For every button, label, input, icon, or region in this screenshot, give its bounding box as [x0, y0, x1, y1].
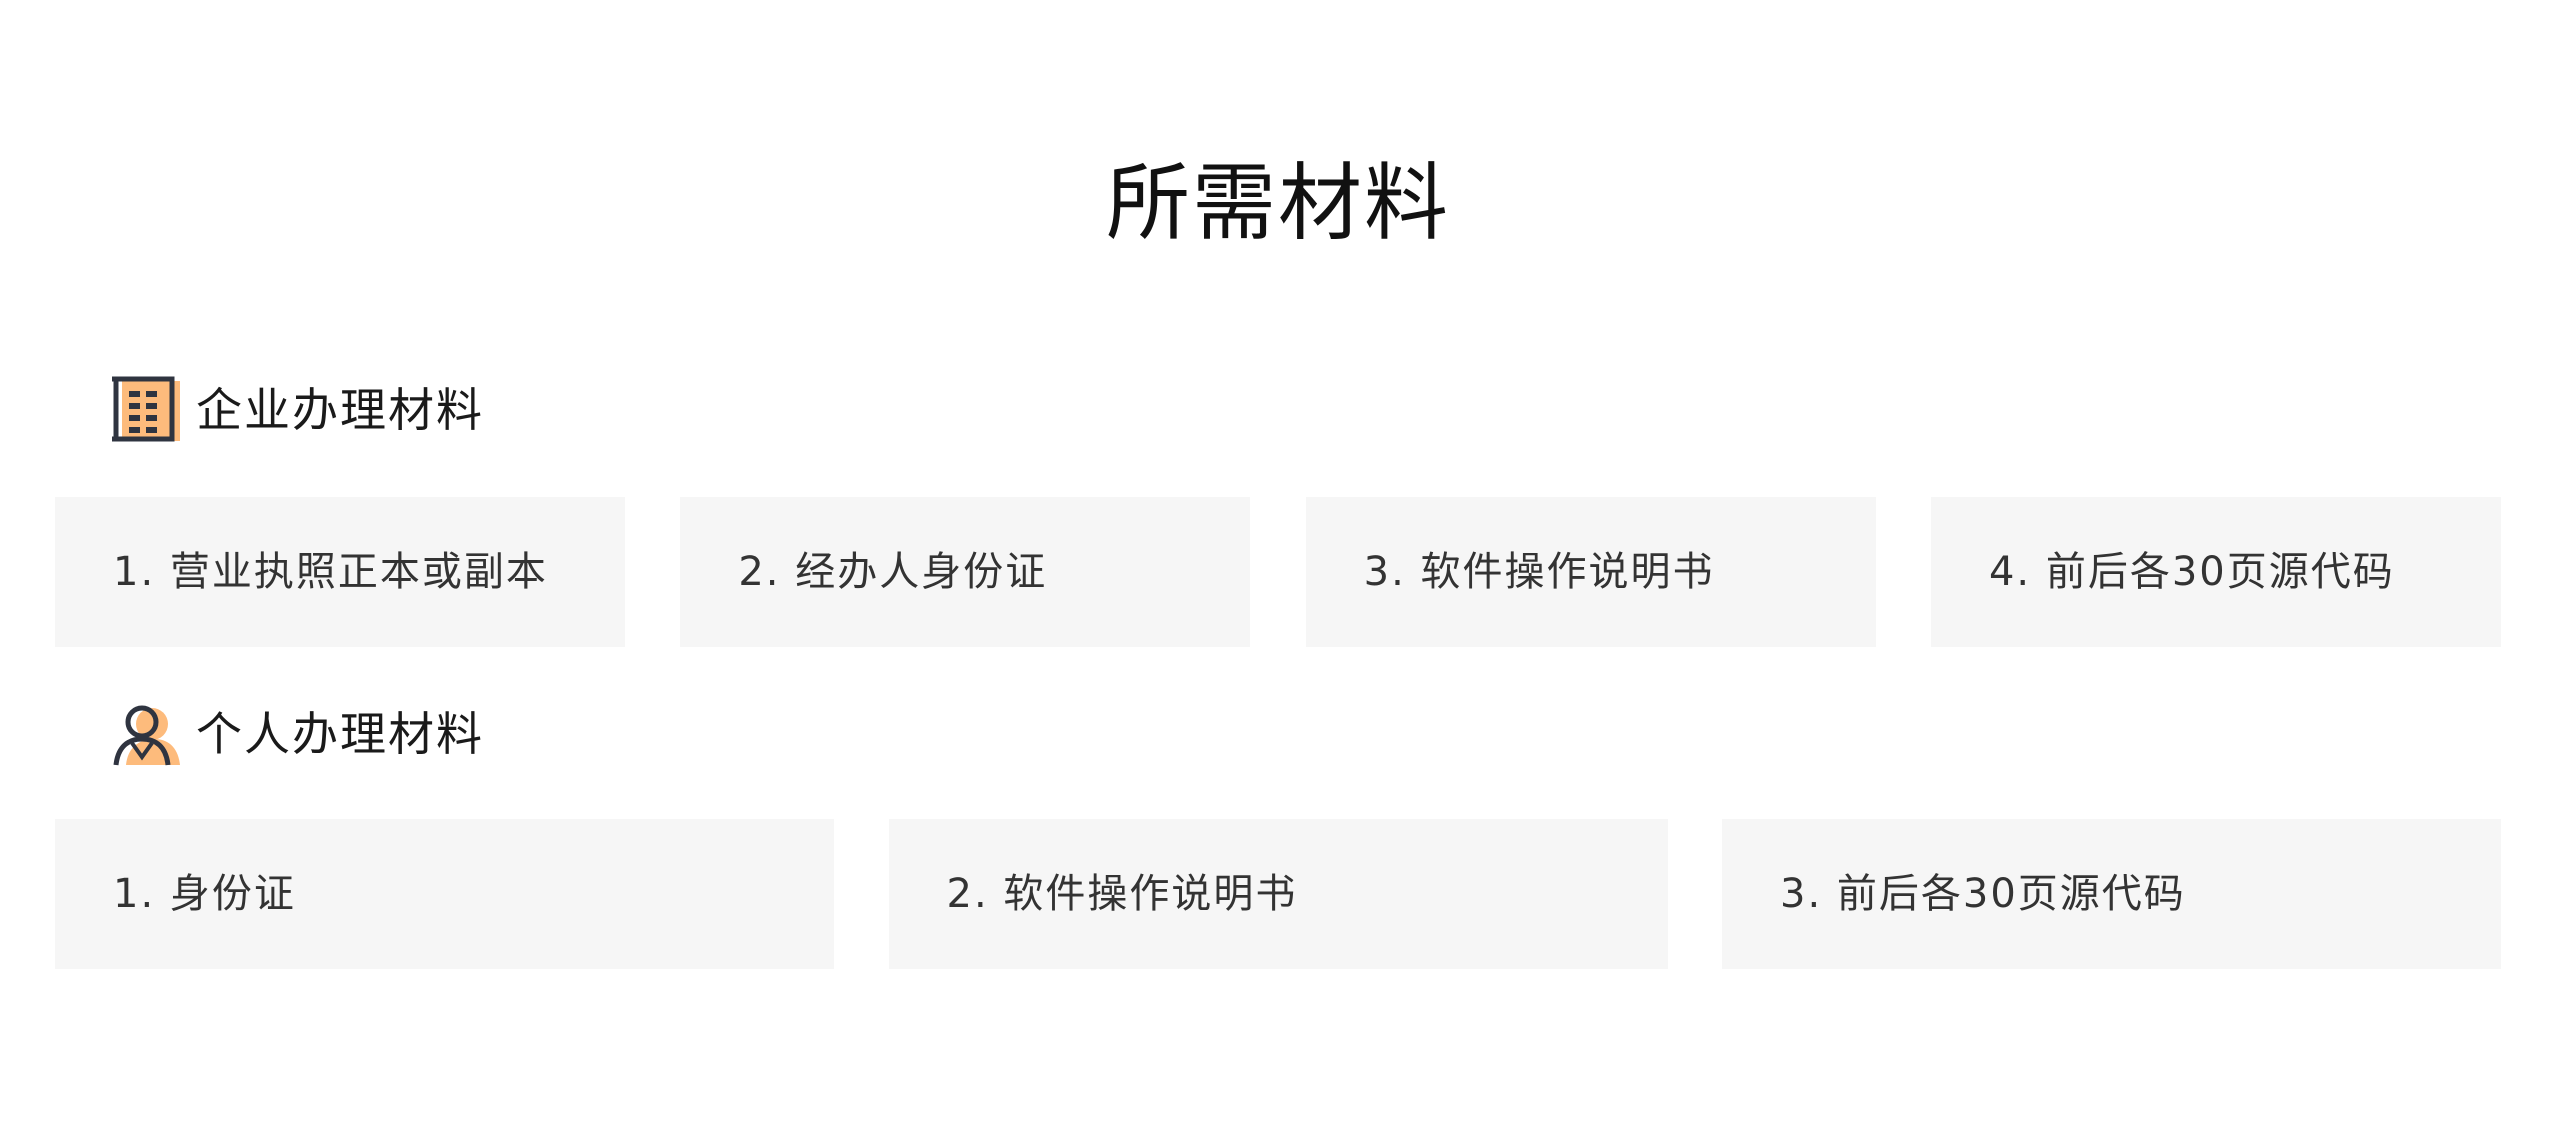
- personal-material-text: 1. 身份证: [113, 871, 296, 917]
- personal-section-title: 个人办理材料: [196, 707, 484, 761]
- personal-material-card: 2. 软件操作说明书: [888, 819, 1668, 969]
- page-title: 所需材料: [1105, 154, 1450, 252]
- enterprise-materials-list: 1. 营业执照正本或副本 2. 经办人身份证 3. 软件操作说明书 4. 前后各…: [55, 497, 2501, 647]
- building-icon: [112, 375, 182, 445]
- personal-materials-list: 1. 身份证 2. 软件操作说明书 3. 前后各30页源代码: [55, 819, 2501, 969]
- enterprise-material-text: 4. 前后各30页源代码: [1988, 549, 2395, 595]
- enterprise-section-title: 企业办理材料: [196, 383, 484, 437]
- enterprise-material-text: 1. 营业执照正本或副本: [113, 549, 548, 595]
- enterprise-material-card: 1. 营业执照正本或副本: [55, 497, 625, 647]
- person-icon: [112, 699, 182, 769]
- enterprise-material-card: 2. 经办人身份证: [680, 497, 1251, 647]
- personal-material-text: 2. 软件操作说明书: [946, 871, 1298, 917]
- enterprise-section-header: 企业办理材料: [112, 374, 484, 446]
- personal-section-header: 个人办理材料: [112, 698, 484, 770]
- personal-material-card: 1. 身份证: [55, 819, 834, 969]
- enterprise-material-text: 3. 软件操作说明书: [1363, 549, 1715, 595]
- enterprise-material-card: 4. 前后各30页源代码: [1930, 497, 2501, 647]
- personal-material-card: 3. 前后各30页源代码: [1722, 819, 2501, 969]
- enterprise-material-text: 2. 经办人身份证: [738, 549, 1048, 595]
- personal-material-text: 3. 前后各30页源代码: [1780, 871, 2186, 917]
- enterprise-material-card: 3. 软件操作说明书: [1305, 497, 1876, 647]
